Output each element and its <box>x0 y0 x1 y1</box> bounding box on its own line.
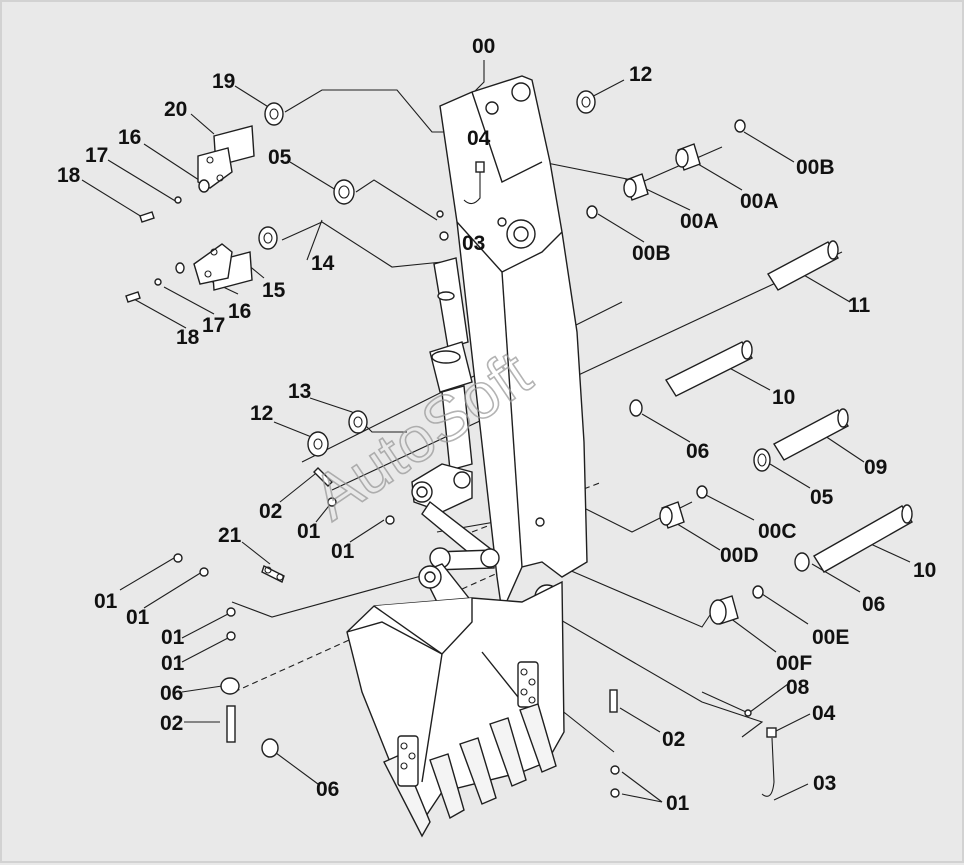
callout-21: 21 <box>218 524 242 547</box>
callout-01: 01 <box>161 652 185 675</box>
callout-03: 03 <box>462 232 485 255</box>
callout-16: 16 <box>228 300 251 323</box>
callout-00A: 00A <box>740 190 779 213</box>
callout-02: 02 <box>160 712 183 735</box>
callout-00: 00 <box>472 35 495 58</box>
bucket-cylinder <box>429 257 473 471</box>
callout-01: 01 <box>126 606 150 629</box>
callout-03: 03 <box>813 772 836 795</box>
callout-15: 15 <box>262 279 286 302</box>
callout-16: 16 <box>118 126 141 149</box>
callout-05: 05 <box>268 146 292 169</box>
callout-06: 06 <box>160 682 183 705</box>
callout-17: 17 <box>85 144 108 167</box>
callout-00B: 00B <box>796 156 835 179</box>
callout-02: 02 <box>662 728 685 751</box>
callout-10: 10 <box>913 559 936 582</box>
callout-14: 14 <box>311 252 335 275</box>
callout-01: 01 <box>94 590 118 613</box>
callout-01: 01 <box>161 626 185 649</box>
callout-12: 12 <box>250 402 273 425</box>
callout-00E: 00E <box>812 626 849 649</box>
callout-09: 09 <box>864 456 887 479</box>
bucket <box>346 580 565 838</box>
callout-17: 17 <box>202 314 225 337</box>
callout-04: 04 <box>812 702 836 725</box>
callout-06: 06 <box>686 440 709 463</box>
callout-13: 13 <box>288 380 311 403</box>
callout-19: 19 <box>212 70 235 93</box>
small-parts <box>125 90 913 798</box>
callout-20: 20 <box>164 98 187 121</box>
callout-labels: 00 12 19 20 04 16 17 18 05 00B 00A 00A 0… <box>57 35 936 815</box>
callout-01: 01 <box>331 540 355 563</box>
callout-10: 10 <box>772 386 795 409</box>
callout-06: 06 <box>316 778 339 801</box>
callout-01: 01 <box>297 520 321 543</box>
boom-assembly <box>436 75 588 615</box>
callout-18: 18 <box>57 164 81 187</box>
callout-12: 12 <box>629 63 652 86</box>
callout-01: 01 <box>666 792 690 815</box>
callout-00B: 00B <box>632 242 671 265</box>
callout-00F: 00F <box>776 652 812 675</box>
callout-08: 08 <box>786 676 810 699</box>
callout-00D: 00D <box>720 544 759 567</box>
callout-00A: 00A <box>680 210 719 233</box>
callout-06: 06 <box>862 593 885 616</box>
callout-02: 02 <box>259 500 282 523</box>
callout-00C: 00C <box>758 520 797 543</box>
callout-05: 05 <box>810 486 834 509</box>
callout-11: 11 <box>848 294 871 317</box>
callout-18: 18 <box>176 326 200 349</box>
callout-04: 04 <box>467 127 491 150</box>
